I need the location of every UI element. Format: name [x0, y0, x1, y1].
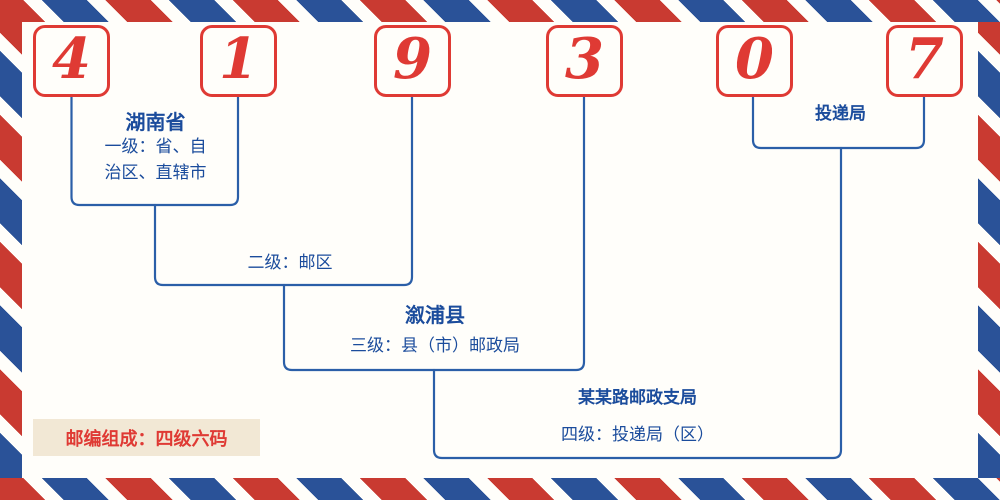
- digit-4: 3: [565, 26, 604, 92]
- delivery-office-name: 投递局: [815, 104, 866, 124]
- level4-label: 某某路邮政支局 四级：投递局（区）: [525, 388, 750, 449]
- digit-box-2: 1: [200, 25, 277, 97]
- digit-box-5: 0: [716, 25, 793, 97]
- level2-label: 二级：邮区: [165, 251, 415, 277]
- level3-place-name: 溆浦县: [405, 303, 465, 327]
- digit-box-6: 7: [886, 25, 963, 97]
- level3-label: 溆浦县 三级：县（市）邮政局: [300, 303, 570, 360]
- level4-description: 四级：投递局（区）: [561, 425, 714, 446]
- digit-1: 4: [52, 26, 91, 92]
- level1-description-line2: 治区、直辖市: [104, 162, 207, 183]
- airmail-border-left: [0, 22, 22, 478]
- level1-description-line1: 一级：省、自: [104, 137, 207, 157]
- digit-box-3: 9: [374, 25, 451, 97]
- digit-box-4: 3: [546, 25, 623, 97]
- airmail-border-bottom: [0, 478, 1000, 500]
- digit-6: 7: [905, 26, 944, 92]
- level2-description: 二级：邮区: [247, 253, 333, 273]
- airmail-border-right: [978, 22, 1000, 478]
- footer-note: 邮编组成：四级六码: [33, 419, 260, 456]
- level3-description: 三级：县（市）邮政局: [350, 336, 520, 356]
- digit-5: 0: [735, 26, 774, 92]
- digit-box-1: 4: [33, 25, 110, 97]
- level1-label: 湖南省 一级：省、自 治区、直辖市: [83, 110, 228, 186]
- level1-place-name: 湖南省: [125, 110, 186, 134]
- digit-2: 1: [219, 26, 258, 92]
- delivery-office-label: 投递局: [788, 104, 893, 125]
- airmail-border-top: [0, 0, 1000, 22]
- footer-note-text: 邮编组成：四级六码: [65, 428, 228, 450]
- level4-place-name: 某某路邮政支局: [578, 388, 697, 408]
- digit-3: 9: [393, 26, 432, 92]
